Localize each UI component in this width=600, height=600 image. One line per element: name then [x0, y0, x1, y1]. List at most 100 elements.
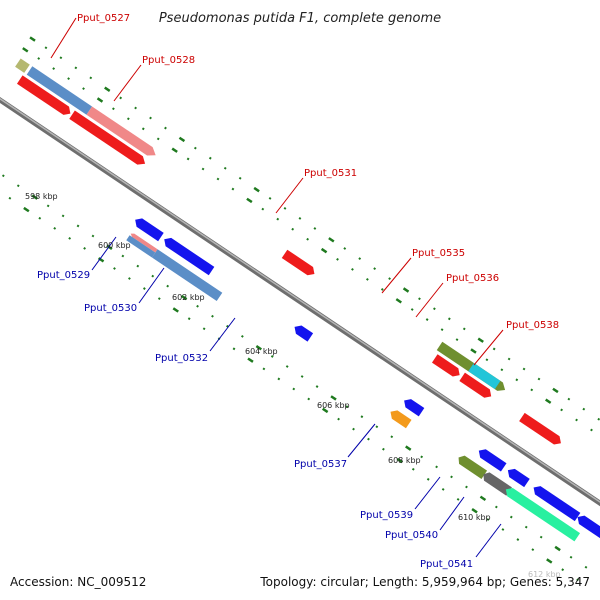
gene-0541-orf[interactable] [503, 485, 581, 542]
tick-mark [396, 457, 404, 464]
gene-0529-cds[interactable] [132, 216, 164, 242]
gene-label[interactable]: Pput_0532 [155, 353, 208, 364]
gene-0529-orf[interactable] [130, 232, 158, 253]
gene-0528-cds[interactable] [69, 110, 148, 168]
tick-mark [524, 525, 528, 529]
tick-mark [539, 535, 543, 539]
tick-mark [231, 187, 235, 191]
tick-mark [96, 97, 104, 103]
tick-mark [240, 334, 244, 338]
gene-0537-cds[interactable] [401, 396, 425, 417]
forward-features [15, 58, 564, 448]
tick-mark [380, 288, 384, 291]
gene-label[interactable]: Pput_0539 [360, 510, 413, 521]
gene-0527-orf[interactable] [26, 66, 93, 115]
tick-mark [300, 375, 304, 378]
gene-label[interactable]: Pput_0529 [37, 270, 90, 281]
gene-0539-orf[interactable] [456, 453, 488, 479]
accession-text: Accession: NC_009512 [10, 575, 146, 589]
gene-label[interactable]: Pput_0540 [385, 530, 438, 541]
tick-marks [1, 36, 600, 582]
gene-label[interactable]: Pput_0536 [446, 273, 499, 284]
tick-mark [68, 236, 72, 240]
tick-mark [306, 237, 310, 241]
gene-0528-orf[interactable] [86, 106, 158, 159]
tick-mark [411, 467, 415, 471]
tick-mark [211, 314, 214, 318]
tick-mark [546, 558, 553, 564]
label-leaders [50, 17, 504, 558]
tick-mark [375, 425, 379, 429]
gene-0527-cds[interactable] [16, 75, 73, 117]
gene-0536-cds[interactable] [459, 372, 494, 401]
gene-0540-cds[interactable] [505, 466, 530, 488]
tick-mark [321, 407, 329, 414]
gene-0540-orf[interactable] [481, 470, 512, 496]
gene-label[interactable]: Pput_0535 [412, 248, 465, 259]
tick-mark [435, 465, 438, 469]
tick-mark [223, 166, 227, 170]
gene-label[interactable]: Pput_0531 [304, 168, 357, 179]
tick-mark [262, 367, 266, 371]
tick-mark [82, 87, 85, 91]
gene-0532-cds[interactable] [292, 323, 314, 342]
tick-mark [418, 297, 421, 301]
genome-backbone [0, 92, 600, 526]
gene-0535-cds[interactable] [431, 354, 462, 379]
tick-mark [530, 388, 534, 392]
tick-mark [61, 214, 65, 218]
tick-mark [509, 515, 513, 519]
tick-mark [112, 107, 115, 111]
tick-mark [193, 146, 197, 150]
tick-mark [531, 548, 535, 551]
tick-mark [67, 77, 70, 81]
tick-mark [447, 317, 451, 321]
tick-mark [202, 327, 206, 331]
gene-0537-orf[interactable] [388, 408, 412, 429]
tick-mark [277, 377, 281, 381]
tick-mark [91, 234, 95, 238]
map-title: Pseudomonas putida F1, complete genome [159, 11, 441, 26]
tick-mark [440, 328, 444, 331]
tick-mark [29, 36, 36, 42]
tick-mark [247, 357, 254, 363]
tick-mark [456, 498, 460, 501]
kbp-label: 606 kbp [317, 401, 350, 410]
gene-0538-cds[interactable] [519, 412, 564, 448]
cds-arrow[interactable] [15, 58, 30, 73]
gene-label[interactable]: Pput_0541 [420, 559, 473, 570]
tick-mark [479, 495, 487, 502]
tick-mark [352, 427, 355, 431]
gene-label[interactable]: Pput_0538 [506, 320, 559, 331]
gene-0529-orf-lower[interactable] [126, 235, 156, 258]
tick-mark [178, 136, 186, 143]
tick-mark [171, 147, 178, 153]
gene-label[interactable]: Pput_0527 [77, 13, 130, 24]
tick-mark [485, 358, 489, 362]
tick-mark [261, 207, 265, 211]
tick-mark [291, 227, 295, 231]
tick-mark [366, 278, 369, 281]
watermark-kbp: 612 kbp [528, 570, 561, 579]
genome-backbone-highlight [0, 92, 600, 524]
gene-label[interactable]: Pput_0530 [84, 303, 137, 314]
tick-mark [336, 257, 339, 261]
gene-0536-orf[interactable] [468, 363, 501, 390]
tick-mark [23, 206, 30, 213]
kbp-label: 608 kbp [388, 456, 421, 465]
tick-mark [151, 274, 155, 278]
gene-label[interactable]: Pput_0537 [294, 459, 347, 470]
gene-0530-cds[interactable] [161, 235, 215, 276]
tick-mark [465, 485, 468, 489]
gene-label[interactable]: Pput_0528 [142, 55, 195, 66]
gene-0530-orf[interactable] [151, 249, 223, 302]
tick-mark [37, 57, 41, 60]
tick-mark [569, 555, 573, 559]
gene-0539-cds[interactable] [476, 447, 507, 472]
tick-mark [315, 385, 319, 388]
gene-0541-cds[interactable] [531, 483, 581, 522]
tick-mark [390, 435, 394, 439]
gene-0541-cds-b[interactable] [575, 513, 600, 540]
kbp-label: 602 kbp [172, 293, 205, 302]
gene-0531-cds[interactable] [281, 249, 317, 278]
